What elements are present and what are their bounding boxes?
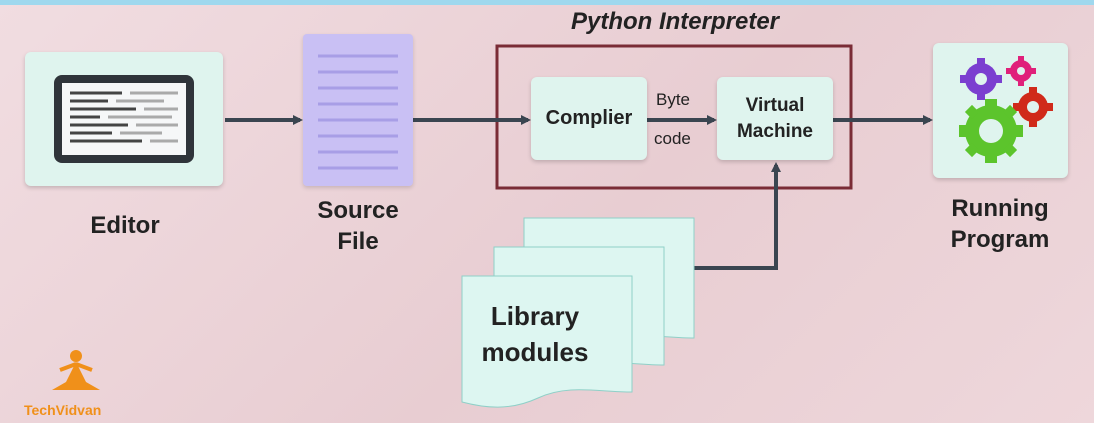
source-file-label-line2: File (337, 228, 379, 255)
compiler-label: Complier (545, 107, 633, 129)
library-label-line2: modules (481, 337, 589, 367)
techvidvan-logo: TechVidvan (24, 348, 114, 420)
gear-purple-icon (959, 57, 1002, 100)
compiler-node: Complier (531, 77, 647, 160)
library-label: Library modules (470, 298, 600, 370)
monitor-icon (54, 75, 194, 163)
editor-card (25, 52, 223, 186)
source-file-label-line1: Source (317, 197, 399, 224)
bytecode-label-top: Byte (656, 90, 691, 109)
virtual-machine-node: Virtual Machine (717, 77, 833, 160)
running-program-label: Running Program (925, 193, 1075, 255)
interpreter-box (495, 44, 853, 190)
interpreter-title: Python Interpreter (570, 8, 780, 35)
vm-label-line2: Machine (736, 120, 814, 142)
source-file-label: Source File (298, 195, 418, 257)
running-label-line1: Running (951, 195, 1049, 222)
running-label-line2: Program (950, 226, 1050, 253)
library-label-line1: Library (490, 301, 580, 331)
top-strip (0, 0, 1094, 5)
vm-label-line1: Virtual (745, 94, 805, 116)
gear-green-icon (958, 98, 1023, 163)
edge-library-vm (694, 162, 781, 270)
source-file-icon (303, 34, 413, 186)
library-doc-front (461, 275, 633, 408)
editor-label: Editor (90, 212, 160, 239)
gears-icon (958, 55, 1053, 163)
document-lines-icon (318, 54, 398, 170)
gear-pink-icon (1005, 55, 1036, 86)
logo-text: TechVidvan (24, 402, 102, 418)
yoga-figure-icon (52, 350, 100, 390)
running-program-card (933, 43, 1068, 178)
bytecode-label-bottom: code (654, 129, 691, 148)
gear-red-icon (1012, 86, 1053, 127)
